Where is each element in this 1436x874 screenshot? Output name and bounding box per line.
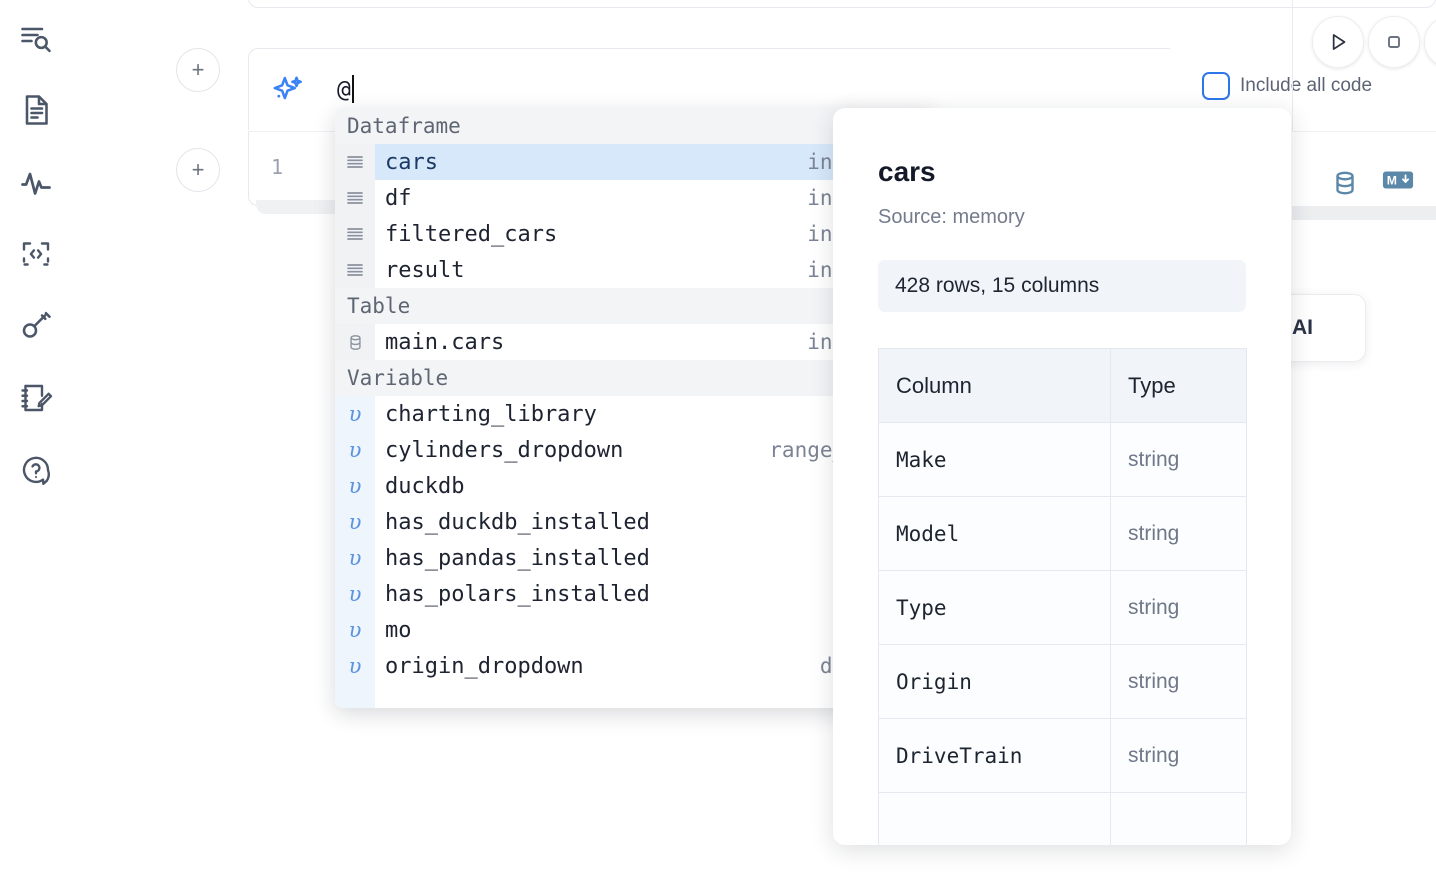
doc-table-header: Type [1110, 348, 1247, 423]
doc-shape-badge: 428 rows, 15 columns [878, 260, 1246, 312]
variable-icon: υ [335, 504, 375, 540]
include-all-code-label: Include all code [1240, 75, 1373, 96]
stop-button[interactable] [1368, 16, 1420, 68]
autocomplete-item-name: origin_dropdown [385, 653, 584, 679]
doc-column-type [1110, 792, 1247, 845]
cell-divider [1292, 0, 1293, 206]
autocomplete-item-name: df [385, 185, 412, 211]
table-icon [335, 324, 375, 360]
cell-actions-panel [1292, 131, 1436, 206]
autocomplete-item-name: filtered_cars [385, 221, 558, 247]
autocomplete-item-name: duckdb [385, 473, 465, 499]
variable-icon: υ [335, 468, 375, 504]
secrets-key-icon[interactable] [14, 304, 58, 348]
include-all-code-checkbox[interactable] [1202, 72, 1230, 100]
variable-icon: υ [335, 396, 375, 432]
help-chat-icon[interactable] [14, 448, 58, 492]
doc-table-header: Column [878, 348, 1111, 423]
doc-column-type: string [1110, 644, 1247, 719]
line-number: 1 [271, 155, 284, 179]
autocomplete-item-name: has_duckdb_installed [385, 509, 650, 535]
dataframe-icon [335, 144, 375, 180]
dataframe-icon [335, 216, 375, 252]
ai-prompt-input[interactable]: @ [337, 75, 354, 103]
add-cell-above-button[interactable]: + [176, 48, 220, 92]
svg-text:M: M [1387, 174, 1397, 188]
autocomplete-item-name: has_polars_installed [385, 581, 650, 607]
autocomplete-item-name: result [385, 257, 465, 283]
doc-column-name: DriveTrain [878, 718, 1111, 793]
doc-column-name: Model [878, 496, 1111, 571]
database-icon[interactable] [1330, 168, 1360, 203]
previous-cell-stub [248, 0, 1436, 8]
autocomplete-item-name: cylinders_dropdown [385, 437, 624, 463]
run-button[interactable] [1312, 16, 1364, 68]
add-cell-below-button[interactable]: + [176, 148, 220, 192]
ai-prompt-value: @ [337, 77, 351, 103]
doc-table-row [878, 792, 1247, 845]
doc-column-name [878, 792, 1111, 845]
doc-column-type: string [1110, 570, 1247, 645]
variable-icon: υ [335, 576, 375, 612]
autocomplete-item-name: mo [385, 617, 412, 643]
doc-column-name: Type [878, 570, 1111, 645]
activity-pulse-icon[interactable] [14, 161, 58, 205]
variable-icon: υ [335, 648, 375, 684]
autocomplete-item-name: has_pandas_installed [385, 545, 650, 571]
autocomplete-item-name: cars [375, 144, 808, 180]
variable-icon: υ [335, 540, 375, 576]
dataframe-icon [335, 252, 375, 288]
variable-icon [335, 684, 375, 708]
autocomplete-item-name: charting_library [385, 401, 597, 427]
text-caret [351, 75, 354, 103]
variable-icon: υ [335, 612, 375, 648]
doc-title: cars [878, 156, 936, 187]
doc-column-name: Make [878, 422, 1111, 497]
doc-source: Source: memory [878, 206, 1025, 228]
cell-footer-strip [1292, 206, 1436, 220]
autocomplete-item-name: main.cars [385, 329, 505, 355]
plus-icon: + [191, 157, 205, 182]
plus-icon: + [191, 57, 205, 82]
left-icon-rail [0, 0, 72, 874]
doc-column-type: string [1110, 496, 1247, 571]
notebook-file-icon[interactable] [14, 88, 58, 132]
markdown-icon[interactable]: M [1382, 168, 1414, 203]
explorer-search-icon[interactable] [14, 16, 58, 60]
more-actions-button[interactable] [1424, 16, 1436, 68]
doc-column-name: Origin [878, 644, 1111, 719]
cell-output-icons: M [1330, 168, 1414, 203]
ai-sparkle-icon [269, 73, 307, 116]
doc-column-type: string [1110, 718, 1247, 793]
include-all-code-toggle[interactable]: Include all code [1202, 72, 1372, 100]
snippets-code-icon[interactable] [14, 232, 58, 276]
variable-icon: υ [335, 432, 375, 468]
dataframe-icon [335, 180, 375, 216]
documentation-panel: cars Source: memory 428 rows, 15 columns… [833, 108, 1291, 845]
scratchpad-edit-icon[interactable] [14, 376, 58, 420]
doc-column-type: string [1110, 422, 1247, 497]
